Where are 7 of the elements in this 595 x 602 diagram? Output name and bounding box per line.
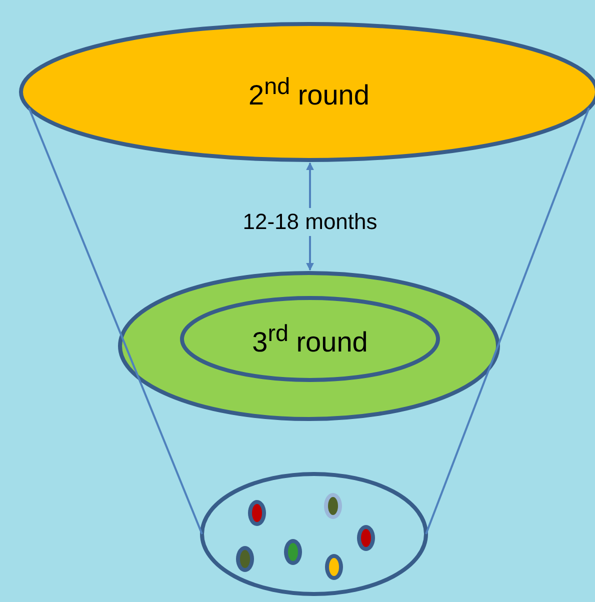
- funnel-line: [425, 108, 590, 534]
- arrow: [306, 162, 314, 208]
- round-label: 2$^{nd}$ round: [248, 72, 370, 112]
- funnel-line: [28, 108, 203, 534]
- arrow: [306, 236, 314, 271]
- duration-label: 12-18 months: [242, 209, 378, 235]
- round-label: 3$^{rd}$ round: [252, 320, 368, 358]
